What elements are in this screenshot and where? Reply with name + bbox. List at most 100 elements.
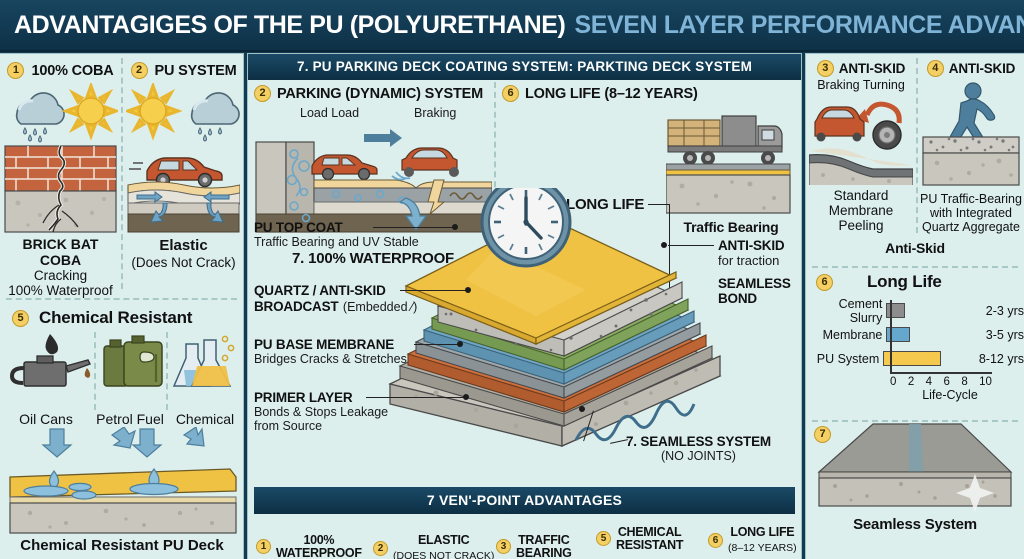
- chart-value-label: 3-5 yrs: [985, 327, 1024, 342]
- leader-dot: [465, 287, 471, 293]
- cracked-brick-diagram: [4, 145, 117, 233]
- leader-dot: [463, 394, 469, 400]
- sun-icon: [61, 83, 118, 141]
- leader-line: [669, 204, 671, 308]
- chart-x-axis-title: Life-Cycle: [922, 388, 978, 402]
- caption-bold: BRICK BAT COBA: [22, 236, 99, 268]
- divider-vertical: [494, 82, 496, 227]
- badge-number: 4: [926, 60, 944, 77]
- life-cycle-bar-chart: Cement Slurry 2-3 yrs Membrane 3-5 yrs P…: [806, 297, 1024, 403]
- jerrycan-icon: [103, 335, 163, 387]
- pu-deck-diagram: [9, 468, 237, 534]
- weather-icons: [15, 83, 118, 143]
- cell-100-coba: 1 100% COBA: [0, 54, 121, 299]
- walking-person-icon: [947, 82, 996, 146]
- section-heading: LONG LIFE (8–12 YEARS): [525, 85, 698, 102]
- antiskid-caption: Anti-Skid: [885, 240, 945, 256]
- badge-number: 2: [130, 62, 148, 79]
- truck-caption: Traffic Bearing: [683, 219, 779, 235]
- caption-line2: Cracking: [33, 268, 88, 284]
- label-load: Load Load: [300, 106, 360, 120]
- weather-icons: [126, 83, 240, 142]
- label-primer-layer: PRIMER LAYER Bonds & Stops Leakage from …: [254, 390, 389, 433]
- leader-line: [373, 227, 455, 229]
- badge-number: 2: [254, 85, 271, 102]
- label-anti-skid: ANTI-SKID for traction: [718, 238, 785, 268]
- advantages-title-bar: 7 VEN'-POINT ADVANTAGES: [254, 487, 795, 514]
- chart-row: Membrane 3-5 yrs: [806, 324, 1024, 345]
- truck-icon: [666, 115, 791, 214]
- leader-dot: [452, 224, 458, 230]
- oil-can-icon: [9, 334, 91, 387]
- chart-title: Long Life: [867, 272, 942, 291]
- layer-pu-top-coat: [404, 215, 678, 345]
- page-header: ADVANTAGIGES OF THE PU (POLYURETHANE) SE…: [0, 0, 1024, 52]
- cell-seamless-system: 7 Seamless System: [806, 420, 1024, 556]
- leader-dot: [579, 406, 585, 412]
- label-pu-top-coat: PU TOP COAT Traffic Bearing and UV Stabl…: [254, 220, 419, 249]
- parking-heading-row: 2 PARKING (DYNAMIC) SYSTEM: [248, 80, 801, 102]
- badge-number: 5: [596, 531, 611, 547]
- badge-number: 3: [816, 60, 834, 77]
- badge-number: 1: [256, 539, 271, 555]
- page-title-primary: ADVANTAGIGES OF THE PU (POLYURETHANE): [14, 10, 566, 39]
- badge-number: 2: [373, 541, 388, 557]
- chart-x-ticks: 0 2 4 6 8 10: [890, 376, 992, 388]
- badge-number: 1: [7, 62, 25, 79]
- label-pu-base-membrane: PU BASE MEMBRANE Bridges Cracks & Stretc…: [254, 337, 407, 366]
- item-label: Oil Cans: [19, 411, 73, 427]
- sun-icon: [126, 83, 183, 141]
- badge-number: 6: [502, 85, 519, 102]
- advantage-item: 5 CHEMICAL RESISTANT: [596, 526, 684, 552]
- advantage-item: 1 100% WATERPROOF: [256, 534, 362, 559]
- cell-antiskid-standard: 3 ANTI-SKID Braking Turning: [806, 54, 916, 233]
- leader-line: [414, 344, 460, 346]
- rain-cloud-icon: [190, 92, 240, 142]
- divider-vertical: [916, 58, 918, 233]
- cell-heading: ANTI-SKID: [838, 61, 906, 76]
- advantage-item: 3 TRAFFIC BEARING: [496, 534, 572, 559]
- cell-heading: PU SYSTEM: [154, 62, 237, 79]
- label-seamless-system: 7. SEAMLESS SYSTEM (NO JOINTS): [626, 434, 771, 463]
- chart-row: PU System 8-12 yrs: [806, 348, 1024, 369]
- center-title-bar: 7. PU PARKING DECK COATING SYSTEM: PARKT…: [248, 54, 801, 80]
- badge-number: 7: [814, 426, 831, 443]
- waterproof-section-svg: [255, 129, 492, 233]
- antiskid-row: 3 ANTI-SKID Braking Turning: [806, 54, 1024, 264]
- elastic-deck-diagram: [127, 157, 240, 233]
- divider-horizontal: [6, 298, 237, 300]
- label-quartz-broadcast: QUARTZ / ANTI-SKID BROADCAST (Embedded ⁄…: [254, 283, 418, 314]
- badge-number-chart: 6: [816, 273, 833, 291]
- caption-line3: 100% Waterproof: [8, 283, 113, 299]
- longlife-heading-row: 6 LONG LIFE (8–12 YEARS): [502, 85, 698, 102]
- callout-long-life: LONG LIFE: [566, 196, 645, 213]
- item-label: Petrol Fuel: [96, 411, 164, 427]
- divider-horizontal: [812, 266, 1018, 268]
- right-column: 3 ANTI-SKID Braking Turning: [805, 53, 1024, 559]
- chart-value-label: 2-3 yrs: [985, 303, 1024, 318]
- label-braking: Braking: [414, 106, 457, 120]
- item-label: Chemical: [175, 411, 235, 427]
- caption-line2: (Does Not Crack): [131, 254, 236, 270]
- leader-dot: [457, 341, 463, 347]
- badge-number: 5: [12, 309, 29, 327]
- peeling-membrane-diagram: [809, 101, 913, 185]
- divider-vertical: [94, 332, 96, 410]
- cell-pu-system: 2 PU SYSTEM: [123, 54, 244, 297]
- tire-icon: [872, 120, 902, 150]
- badge-number: 6: [708, 533, 723, 549]
- page-title-secondary: SEVEN LAYER PERFORMANCE ADVANTAGE: [574, 10, 1024, 39]
- car-front-icon: [401, 147, 459, 177]
- seamless-deck-diagram: [817, 423, 1013, 512]
- chart-row: Cement Slurry 2-3 yrs: [806, 297, 1024, 325]
- advantage-item: 2 ELASTIC (DOES NOT CRACK): [373, 534, 494, 559]
- divider-vertical: [121, 58, 123, 289]
- divider-horizontal: [812, 420, 1018, 422]
- leader-line: [366, 397, 466, 399]
- chart-value-label: 8-12 yrs: [978, 351, 1024, 366]
- cell-heading: 100% COBA: [31, 62, 114, 79]
- chart-category-label: Cement Slurry: [838, 296, 883, 325]
- cell-heading: Chemical Resistant: [39, 308, 193, 327]
- chart-category-label: Membrane: [822, 327, 883, 342]
- parking-dynamic-diagram: Load Load Braking: [254, 106, 492, 268]
